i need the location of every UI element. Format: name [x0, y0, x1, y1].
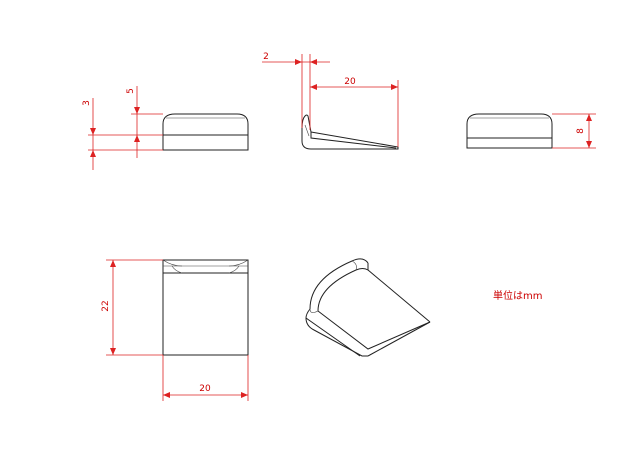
isometric-view — [305, 258, 431, 357]
unit-note: 単位はmm — [493, 289, 542, 302]
right-view — [466, 113, 553, 149]
dim-top-20-label: 20 — [199, 384, 211, 394]
dim-side-2-label: 2 — [263, 52, 269, 62]
dim-front-3-label: 3 — [82, 100, 92, 106]
dim-front-5-label: 5 — [126, 88, 136, 94]
dim-top-22-label: 22 — [101, 300, 111, 311]
dim-side-2 — [262, 54, 330, 130]
dim-front-5 — [131, 86, 163, 158]
dim-right-8-label: 8 — [576, 128, 586, 134]
dim-right-8 — [552, 113, 596, 149]
top-view — [162, 259, 249, 356]
dim-side-20-label: 20 — [344, 77, 356, 87]
dim-top-20 — [162, 355, 249, 401]
dim-side-20 — [310, 80, 399, 147]
side-view — [301, 114, 399, 150]
dim-front-3 — [88, 98, 163, 170]
dim-top-22 — [106, 259, 163, 356]
front-view — [162, 113, 249, 151]
